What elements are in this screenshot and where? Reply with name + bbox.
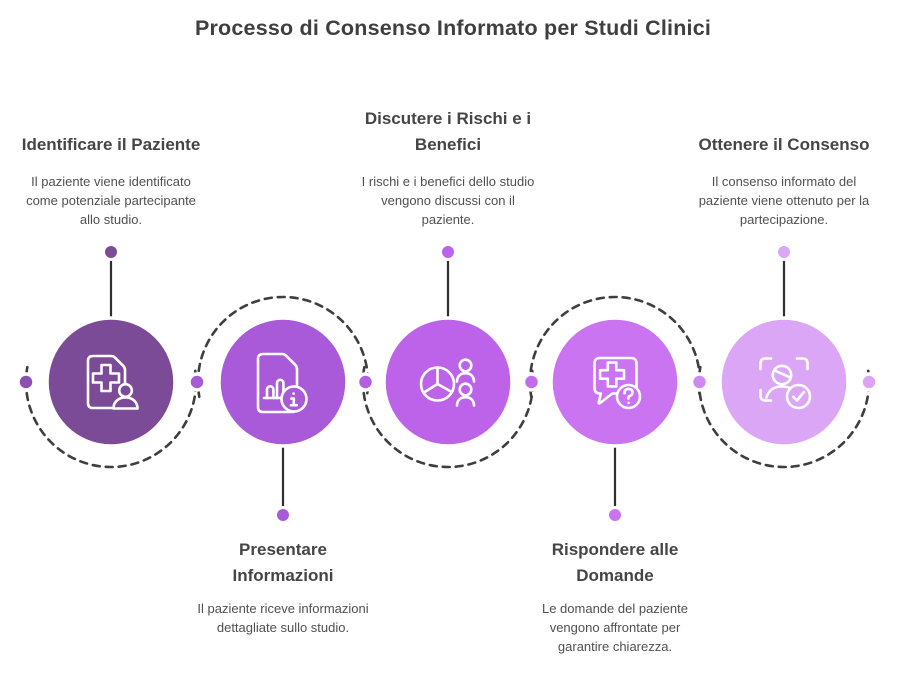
step2-heading: Presentare Informazioni: [232, 540, 334, 585]
person1-head: [458, 358, 473, 373]
step2-text-block: Presentare Informazioni Il paziente rice…: [178, 537, 388, 637]
page-title: Processo di Consenso Informato per Studi…: [194, 16, 712, 40]
step3-heading: Discutere i Rischi e i Benefici: [364, 109, 532, 154]
wave-dot-1: [16, 372, 36, 392]
step3-dot: [439, 243, 457, 261]
frame-corner-top-left: [759, 357, 773, 371]
question-dot: [627, 401, 630, 405]
dashed-arc-step1: [24, 365, 198, 469]
dashed-arc-step3: [361, 365, 535, 469]
info-dot: [292, 392, 295, 395]
wave-dot-6: [859, 372, 879, 392]
step1-heading: Identificare il Paziente: [21, 135, 201, 154]
step1-text-block: Identificare il Paziente Il paziente vie…: [6, 106, 216, 229]
person1-shoulders: [455, 371, 476, 383]
dashed-arcs: [24, 295, 871, 469]
step5-text-block: Ottenere il Consenso Il consenso informa…: [676, 106, 892, 229]
step5-description: Il consenso informato del paziente viene…: [698, 174, 870, 227]
check-badge-circle: [785, 383, 812, 410]
step4-description: Le domande del paziente vengono affronta…: [541, 601, 688, 654]
frame-corner-bottom-left: [759, 388, 773, 402]
person-scan-check-icon: [759, 357, 812, 410]
step1-description: Il paziente viene identificato come pote…: [26, 174, 196, 227]
frame-corner-top-right: [795, 357, 809, 371]
wave-dot-3: [355, 372, 376, 392]
person-head-shape: [771, 364, 793, 386]
wave-dots: [16, 372, 879, 392]
medical-chat-question-icon: [593, 356, 642, 410]
person2-shoulders: [455, 395, 476, 407]
person2-head: [458, 382, 473, 397]
info-stem: [289, 397, 299, 407]
chat-bubble-shape: [593, 356, 638, 405]
step2-description: Il paziente riceve informazioni dettagli…: [197, 601, 369, 635]
bar-chart-bar1: [265, 385, 275, 400]
step5-circle: [718, 316, 850, 448]
question-mark: [623, 387, 634, 400]
step1-dot: [102, 243, 120, 261]
pie-slices: [422, 366, 454, 394]
connector-lines: [109, 253, 786, 515]
bar-chart-bar2: [275, 378, 285, 400]
wave-dot-4: [521, 372, 542, 392]
step5-dot: [775, 243, 793, 261]
person-head-shape: [117, 382, 134, 399]
step2-dot: [274, 506, 292, 524]
step-dots: [102, 243, 793, 524]
step3-circle: [382, 316, 514, 448]
wave-dot-5: [689, 372, 710, 392]
person-body-shape: [112, 396, 139, 410]
step4-text-block: Rispondere alle Domande Le domande del p…: [510, 537, 720, 656]
medical-document-person-icon: [86, 354, 139, 410]
info-document-icon: [256, 352, 308, 414]
check-mark: [792, 390, 806, 402]
step-circles: [45, 316, 850, 448]
step4-dot: [606, 506, 624, 524]
person-face-line: [774, 369, 791, 379]
step4-heading: Rispondere alle Domande: [551, 540, 679, 585]
step5-heading: Ottenere il Consenso: [698, 135, 870, 154]
wave-dot-2: [187, 372, 207, 392]
step3-text-block: Discutere i Rischi e i Benefici I rischi…: [333, 106, 563, 229]
medical-cross-shape: [598, 361, 626, 388]
dashed-arc-step5: [697, 365, 871, 469]
pie-chart-people-icon: [419, 358, 476, 407]
step3-description: I rischi e i benefici dello studio vengo…: [361, 174, 535, 227]
dashed-arc-step4: [528, 295, 702, 399]
medical-cross-shape: [91, 363, 121, 393]
dashed-arc-step2: [196, 295, 370, 399]
